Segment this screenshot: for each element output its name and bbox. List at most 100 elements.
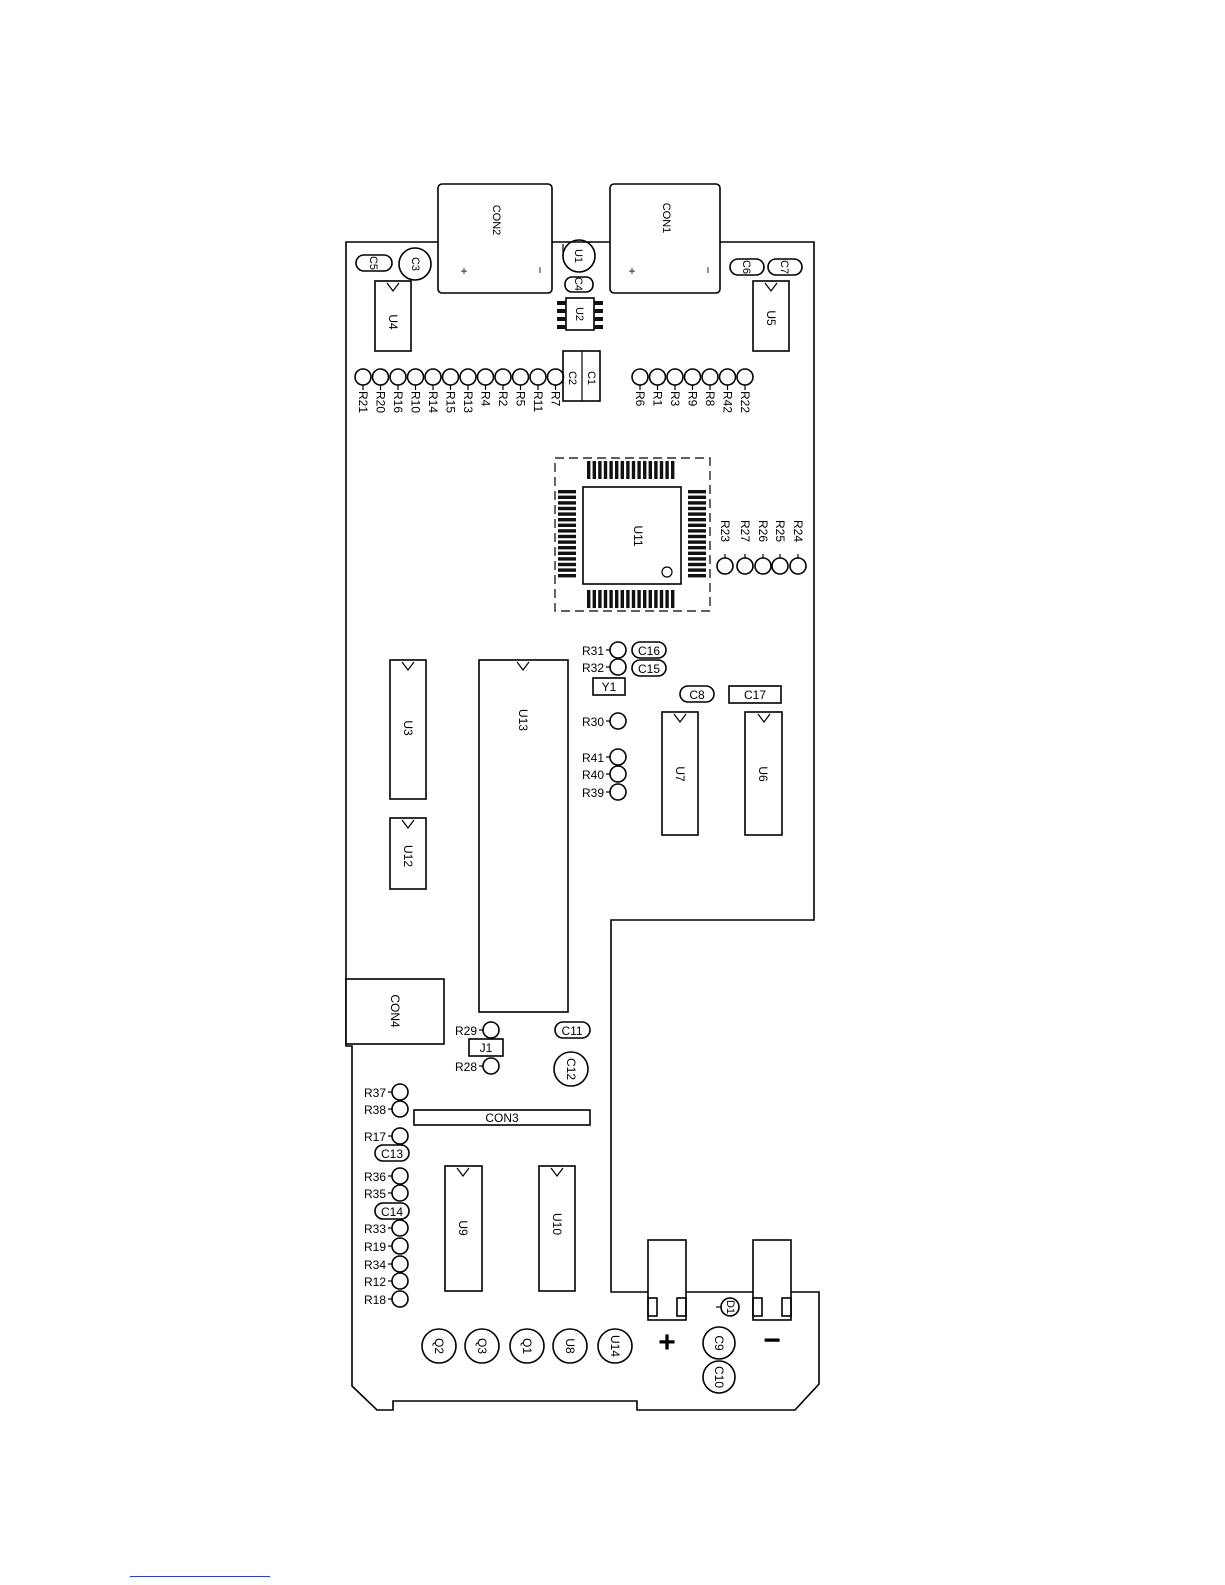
c3-capacitor: C3 [398, 247, 432, 281]
resistor-label: R14 [426, 391, 440, 413]
r39-label: R39 [582, 786, 604, 800]
resistor-label: R33 [364, 1222, 386, 1236]
resistor-r7: R7 [546, 368, 565, 407]
resistor-r13: R13 [459, 368, 477, 413]
y1-label: Y1 [602, 680, 617, 694]
resistor-label: R27 [738, 520, 752, 542]
resistor-label: R13 [461, 391, 475, 413]
resistor-label: R19 [364, 1240, 386, 1254]
con2-label: CON2 [490, 205, 502, 236]
u9-label: U9 [456, 1220, 470, 1236]
c7-capacitor: C7 [767, 258, 803, 276]
resistor-label: R18 [364, 1293, 386, 1307]
resistor-r34: R34 [364, 1255, 409, 1273]
resistor-r23: R23 [716, 520, 734, 575]
resistor-label: R5 [514, 391, 528, 407]
resistor-label: R10 [409, 391, 423, 413]
c1-c2-capacitors: C2 C1 [562, 350, 601, 402]
resistor-r42: R42 [718, 368, 737, 413]
r30-label: R30 [582, 715, 604, 729]
c5-capacitor: C5 [355, 254, 393, 272]
r39-resistor: R39 [582, 783, 627, 801]
link-underline [130, 1576, 270, 1577]
c10-label: C10 [712, 1366, 726, 1388]
r40-label: R40 [582, 768, 604, 782]
u13-chip: U13 [478, 659, 569, 1013]
power-terminal-plus: + [647, 1239, 687, 1359]
u1-label: U1 [572, 249, 584, 263]
resistor-label: R22 [738, 391, 752, 413]
u4-label: U4 [386, 314, 400, 330]
resistor-r16: R16 [389, 368, 407, 413]
c12-capacitor: C12 [553, 1051, 589, 1087]
resistor-label: R16 [391, 391, 405, 413]
resistor-label: R9 [686, 391, 700, 407]
power-minus-label: − [763, 1324, 781, 1357]
q1-label: Q1 [520, 1338, 534, 1354]
resistor-r19: R19 [364, 1237, 409, 1255]
resistor-label: R11 [531, 391, 545, 412]
c12-label: C12 [564, 1058, 578, 1080]
resistor-r36: R36 [364, 1167, 409, 1185]
resistor-r20: R20 [371, 368, 390, 413]
c17-label: C17 [744, 688, 766, 702]
con3-label: CON3 [485, 1111, 519, 1125]
u2-label: U2 [573, 307, 585, 321]
d1-diode: D1 [716, 1297, 740, 1317]
resistor-label: R34 [364, 1258, 386, 1272]
resistor-r38: R38 [364, 1100, 409, 1118]
resistor-r17: R17 [364, 1127, 409, 1145]
u2-chip: U2 [557, 297, 603, 331]
resistor-label: R38 [364, 1103, 386, 1117]
resistor-label: R6 [633, 391, 647, 407]
resistor-r6: R6 [631, 368, 649, 407]
c9-capacitor: C9 [702, 1326, 736, 1360]
resistor-r35: R35 [364, 1184, 409, 1202]
resistor-r25: R25 [771, 520, 789, 575]
u11-label: U11 [631, 525, 645, 546]
resistor-label: R3 [668, 391, 682, 407]
resistor-label: R4 [479, 391, 493, 407]
power-terminal-minus: − [752, 1239, 792, 1357]
c13-label: C13 [381, 1147, 403, 1161]
c11-label: C11 [561, 1024, 582, 1038]
r32-label: R32 [582, 661, 604, 675]
y1-crystal: Y1 [592, 677, 626, 696]
r29-resistor: R29 [455, 1021, 500, 1039]
con4-label: CON4 [388, 994, 402, 1028]
con3-connector: CON3 [413, 1109, 591, 1126]
resistor-label: R23 [718, 520, 732, 542]
resistor-r24: R24 [789, 520, 807, 575]
u3-label: U3 [401, 720, 415, 736]
c5-label: C5 [367, 256, 379, 270]
resistor-label: R15 [444, 391, 458, 413]
j1-jumper: J1 [468, 1038, 504, 1057]
resistor-r10: R10 [406, 368, 425, 413]
resistor-r11: R11 [529, 368, 547, 412]
resistor-label: R35 [364, 1187, 386, 1201]
resistor-r18: R18 [364, 1290, 409, 1308]
resistor-r9: R9 [683, 368, 702, 407]
resistor-label: R12 [364, 1275, 386, 1289]
r40-resistor: R40 [582, 765, 627, 783]
c1-label: C1 [585, 371, 597, 385]
c6-label: C6 [740, 260, 752, 274]
resistor-label: R25 [773, 520, 787, 542]
c14-label: C14 [381, 1205, 403, 1219]
r29-label: R29 [455, 1024, 477, 1038]
u9-chip: U9 [444, 1165, 483, 1292]
u8-chip: U8 [552, 1328, 588, 1364]
board-outline [345, 241, 820, 1411]
q3-label: Q3 [475, 1338, 489, 1354]
con1-label: CON1 [660, 203, 672, 234]
r28-label: R28 [455, 1060, 477, 1074]
c4-label: C4 [572, 277, 584, 291]
u12-label: U12 [401, 845, 415, 867]
c15-label: C15 [638, 662, 660, 676]
q3-transistor: Q3 [464, 1328, 500, 1364]
resistor-r3: R3 [666, 368, 684, 407]
